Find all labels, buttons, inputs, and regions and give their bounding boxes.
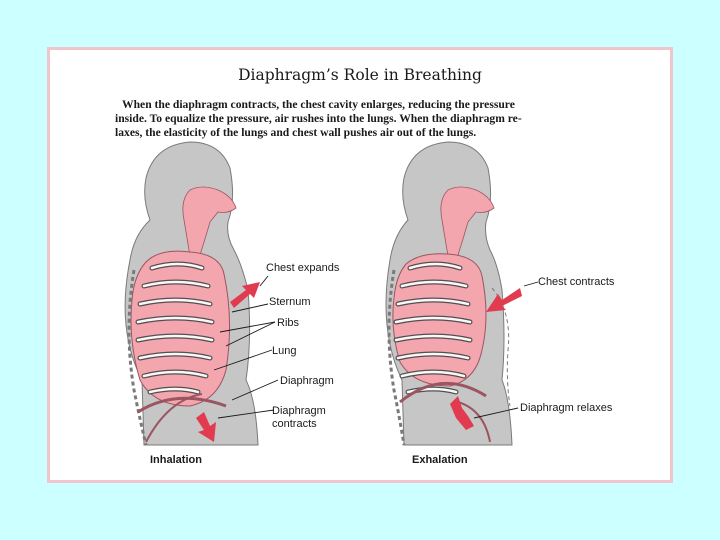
label-ribs: Ribs xyxy=(277,317,300,329)
label-diaphragm-contracts-1: Diaphragm xyxy=(272,405,326,417)
label-diaphragm: Diaphragm xyxy=(280,375,334,387)
caption-exhalation: Exhalation xyxy=(412,454,468,466)
label-lung: Lung xyxy=(272,345,296,357)
label-diaphragm-contracts-2: contracts xyxy=(272,418,317,430)
breathing-diagram: Chest expands Sternum Ribs Lung Diaphrag… xyxy=(50,50,670,480)
caption-inhalation: Inhalation xyxy=(150,454,202,466)
label-sternum: Sternum xyxy=(269,296,311,308)
slide-frame: Diaphragm’s Role in Breathing When the d… xyxy=(47,47,673,483)
inhalation-lung xyxy=(131,251,230,406)
label-diaphragm-relaxes: Diaphragm relaxes xyxy=(520,402,613,414)
exhalation-figure xyxy=(386,142,522,445)
label-chest-expands: Chest expands xyxy=(266,262,340,274)
inhalation-figure xyxy=(125,142,260,445)
label-chest-contracts: Chest contracts xyxy=(538,276,615,288)
